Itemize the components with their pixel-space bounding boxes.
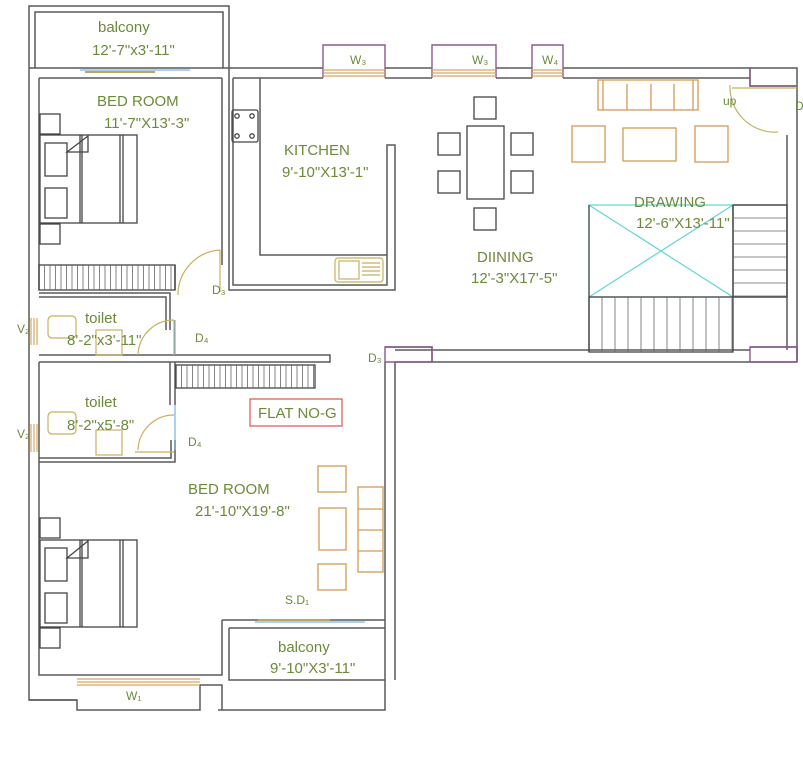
window-w3-a xyxy=(322,44,386,78)
toilet-2-name: toilet xyxy=(85,394,118,411)
bedroom-bottom-size: 21'-10"X19'-8" xyxy=(195,503,290,520)
kitchen-size: 9'-10"X13'-1" xyxy=(282,164,368,181)
label-d3: D₃ xyxy=(368,351,382,365)
balcony-top xyxy=(28,5,230,73)
sink-icon xyxy=(334,257,384,283)
balcony-bottom xyxy=(222,619,385,681)
flat-label-box xyxy=(249,398,343,427)
balcony-top-name: balcony xyxy=(98,19,150,36)
toilet-2-size: 8'-2"x5'-8" xyxy=(67,417,134,434)
label-w1: W₁ xyxy=(126,689,141,703)
stove-icon xyxy=(231,109,259,143)
label-d3-kitchen: D₃ xyxy=(212,283,226,297)
vent-v2 xyxy=(30,318,38,452)
dining-name: DIINING xyxy=(477,249,534,266)
toilet-1-name: toilet xyxy=(85,310,118,327)
sofa-set-drawing xyxy=(571,79,729,163)
toilet-fixtures xyxy=(47,315,123,456)
label-sd1: S.D₁ xyxy=(285,593,309,607)
bedroom-top-size: 11'-7"X13'-3" xyxy=(104,115,189,132)
label-w4: W₄ xyxy=(542,53,558,67)
toilet-1-size: 8'-2"x3'-11" xyxy=(67,332,141,349)
drawing-size: 12'-6"X13'-11" xyxy=(636,215,730,232)
label-d4-a: D₄ xyxy=(195,331,209,345)
drawing-name: DRAWING xyxy=(634,194,706,211)
label-w3-a: W₃ xyxy=(350,53,366,67)
label-v2-b: V₂ xyxy=(17,427,30,441)
label-v2-a: V₂ xyxy=(17,322,30,336)
sofa-set-bedroom xyxy=(317,465,384,591)
bedroom-bottom-name: BED ROOM xyxy=(188,481,270,498)
storage-shelf xyxy=(38,264,316,389)
dining-table xyxy=(437,96,534,231)
window-w4 xyxy=(531,44,564,78)
balcony-bottom-size: 9'-10"X3'-11" xyxy=(270,660,355,677)
balcony-top-size: 12'-7"x3'-11" xyxy=(92,42,175,59)
walls xyxy=(28,67,798,711)
bed-bottom xyxy=(39,517,138,649)
bedroom-top-name: BED ROOM xyxy=(97,93,179,110)
label-up: up xyxy=(723,94,737,108)
window-w1 xyxy=(77,678,200,686)
kitchen-name: KITCHEN xyxy=(284,142,350,159)
staircase xyxy=(588,204,788,353)
label-d-main: D xyxy=(795,99,803,113)
flat-number-label: FLAT NO-G xyxy=(258,405,337,422)
dining-size: 12'-3"X17'-5" xyxy=(471,270,557,287)
balcony-bottom-name: balcony xyxy=(278,639,330,656)
bed-top xyxy=(39,113,138,245)
label-w3-b: W₃ xyxy=(472,53,488,67)
label-d4-b: D₄ xyxy=(188,435,202,449)
window-w3-b xyxy=(431,44,497,78)
doors xyxy=(135,84,797,453)
